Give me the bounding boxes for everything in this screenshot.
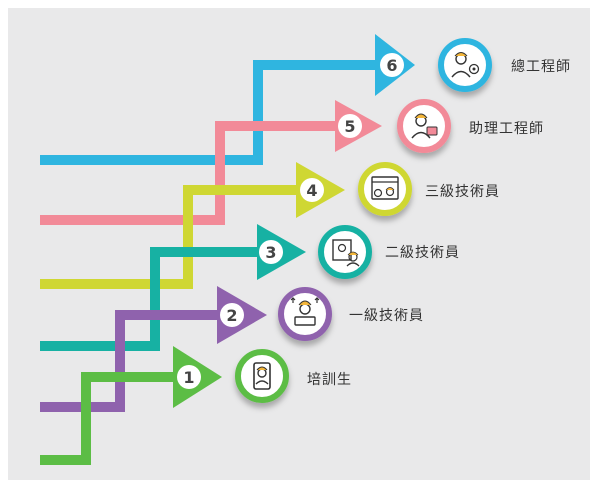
step-number-1: 1 bbox=[183, 368, 194, 387]
step-path-6 bbox=[40, 34, 415, 165]
step-badge-5: 5 bbox=[338, 114, 362, 138]
step-badge-1: 1 bbox=[177, 365, 201, 389]
engineer-briefcase-icon bbox=[397, 99, 451, 153]
step-badge-6: 6 bbox=[380, 53, 404, 77]
step-label-6: 總工程師 bbox=[511, 59, 571, 75]
step-number-2: 2 bbox=[226, 306, 237, 325]
step-label-4: 三級技術員 bbox=[425, 184, 500, 200]
step-label-1: 培訓生 bbox=[307, 372, 352, 388]
worker-tablet-icon bbox=[235, 349, 289, 403]
browser-workers-icon bbox=[358, 162, 412, 216]
worker-gears-icon bbox=[278, 287, 332, 341]
blueprint-worker-icon bbox=[318, 225, 372, 279]
step-number-5: 5 bbox=[344, 117, 355, 136]
step-number-3: 3 bbox=[265, 243, 276, 262]
step-badge-4: 4 bbox=[300, 178, 324, 202]
chief-engineer-icon bbox=[438, 38, 492, 92]
step-badge-3: 3 bbox=[259, 240, 283, 264]
step-label-3: 二級技術員 bbox=[385, 245, 460, 261]
step-label-2: 一級技術員 bbox=[349, 308, 424, 324]
step-label-5: 助理工程師 bbox=[469, 121, 544, 137]
step-number-6: 6 bbox=[386, 56, 397, 75]
step-badge-2: 2 bbox=[220, 303, 244, 327]
diagram-background bbox=[8, 8, 590, 480]
step-number-4: 4 bbox=[306, 181, 317, 200]
